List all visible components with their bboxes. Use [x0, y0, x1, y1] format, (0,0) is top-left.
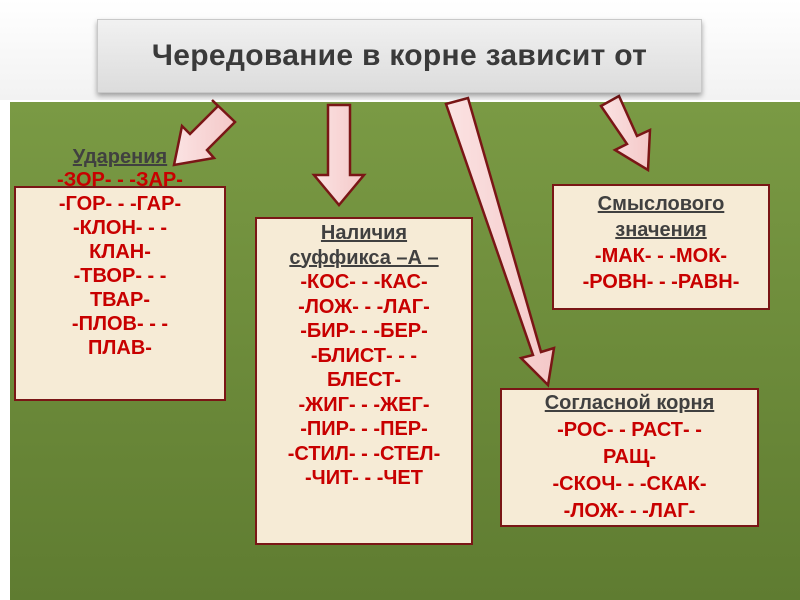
- arrow-to-stress: [172, 99, 237, 167]
- list-item: КЛАН-: [89, 241, 151, 263]
- list-item: БЛЕСТ-: [326, 369, 402, 391]
- box-consonant-heading: Согласной корня: [544, 392, 715, 414]
- page-title: Чередование в корне зависит от: [151, 39, 648, 72]
- list-item: -ПИР- - -ПЕР-: [300, 418, 428, 440]
- box-stress-items: -ЗОР- - -ЗАР- -ГОР- - -ГАР- -КЛОН- - - К…: [16, 168, 224, 360]
- arrow-to-meaning: [599, 94, 652, 173]
- list-item: РАЩ-: [602, 446, 657, 468]
- box-meaning: Смыслового значения -МАК- - -МОК- -РОВН-…: [552, 184, 770, 310]
- list-item: -МАК- - -МОК-: [594, 245, 728, 267]
- box-suffix: Наличия суффикса –А – -КОС- - -КАС- -ЛОЖ…: [255, 217, 473, 545]
- list-item: -ЧИТ- - -ЧЕТ: [304, 467, 423, 489]
- list-item: -ТВОР- - -: [73, 265, 167, 287]
- list-item: -КЛОН- - -: [73, 217, 167, 239]
- box-consonant: Согласной корня -РОС- - РАСТ- - РАЩ- -СК…: [500, 388, 759, 527]
- list-item: -РОС- - РАСТ- -: [557, 419, 702, 441]
- title-bar: Чередование в корне зависит от: [97, 19, 702, 93]
- list-item: ПЛАВ-: [88, 337, 152, 359]
- list-item: -СТИЛ- - -СТЕЛ-: [287, 442, 441, 465]
- list-item: -БЛИСТ- - -: [310, 344, 418, 367]
- arrow-to-suffix: [311, 103, 367, 207]
- box-stress-heading: Ударения: [72, 146, 168, 168]
- list-item: -ЛОЖ- - -ЛАГ-: [563, 500, 696, 522]
- list-item: -ПЛОВ- - -: [71, 313, 169, 335]
- list-item: -СКОЧ- - -СКАК-: [552, 473, 707, 495]
- list-item: -ГОР- - -ГАР-: [58, 193, 182, 215]
- box-suffix-heading-2: суффикса –А –: [289, 246, 439, 269]
- box-meaning-heading-2: значения: [615, 219, 707, 241]
- box-suffix-heading-1: Наличия: [320, 222, 408, 244]
- list-item: -БИР- - -БЕР-: [300, 320, 428, 342]
- list-item: ТВАР-: [89, 289, 151, 311]
- list-item: -ЗОР- - -ЗАР-: [57, 169, 183, 191]
- box-stress: Ударения -ЗОР- - -ЗАР- -ГОР- - -ГАР- -КЛ…: [14, 146, 226, 401]
- list-item: -ЛОЖ- - -ЛАГ-: [298, 295, 430, 318]
- list-item: -ЖИГ- - -ЖЕГ-: [298, 393, 430, 416]
- list-item: -КОС- - -КАС-: [300, 271, 428, 293]
- arrow-to-consonant: [444, 96, 556, 388]
- box-meaning-heading-1: Смыслового: [597, 193, 725, 215]
- list-item: -РОВН- - -РАВН-: [582, 271, 740, 293]
